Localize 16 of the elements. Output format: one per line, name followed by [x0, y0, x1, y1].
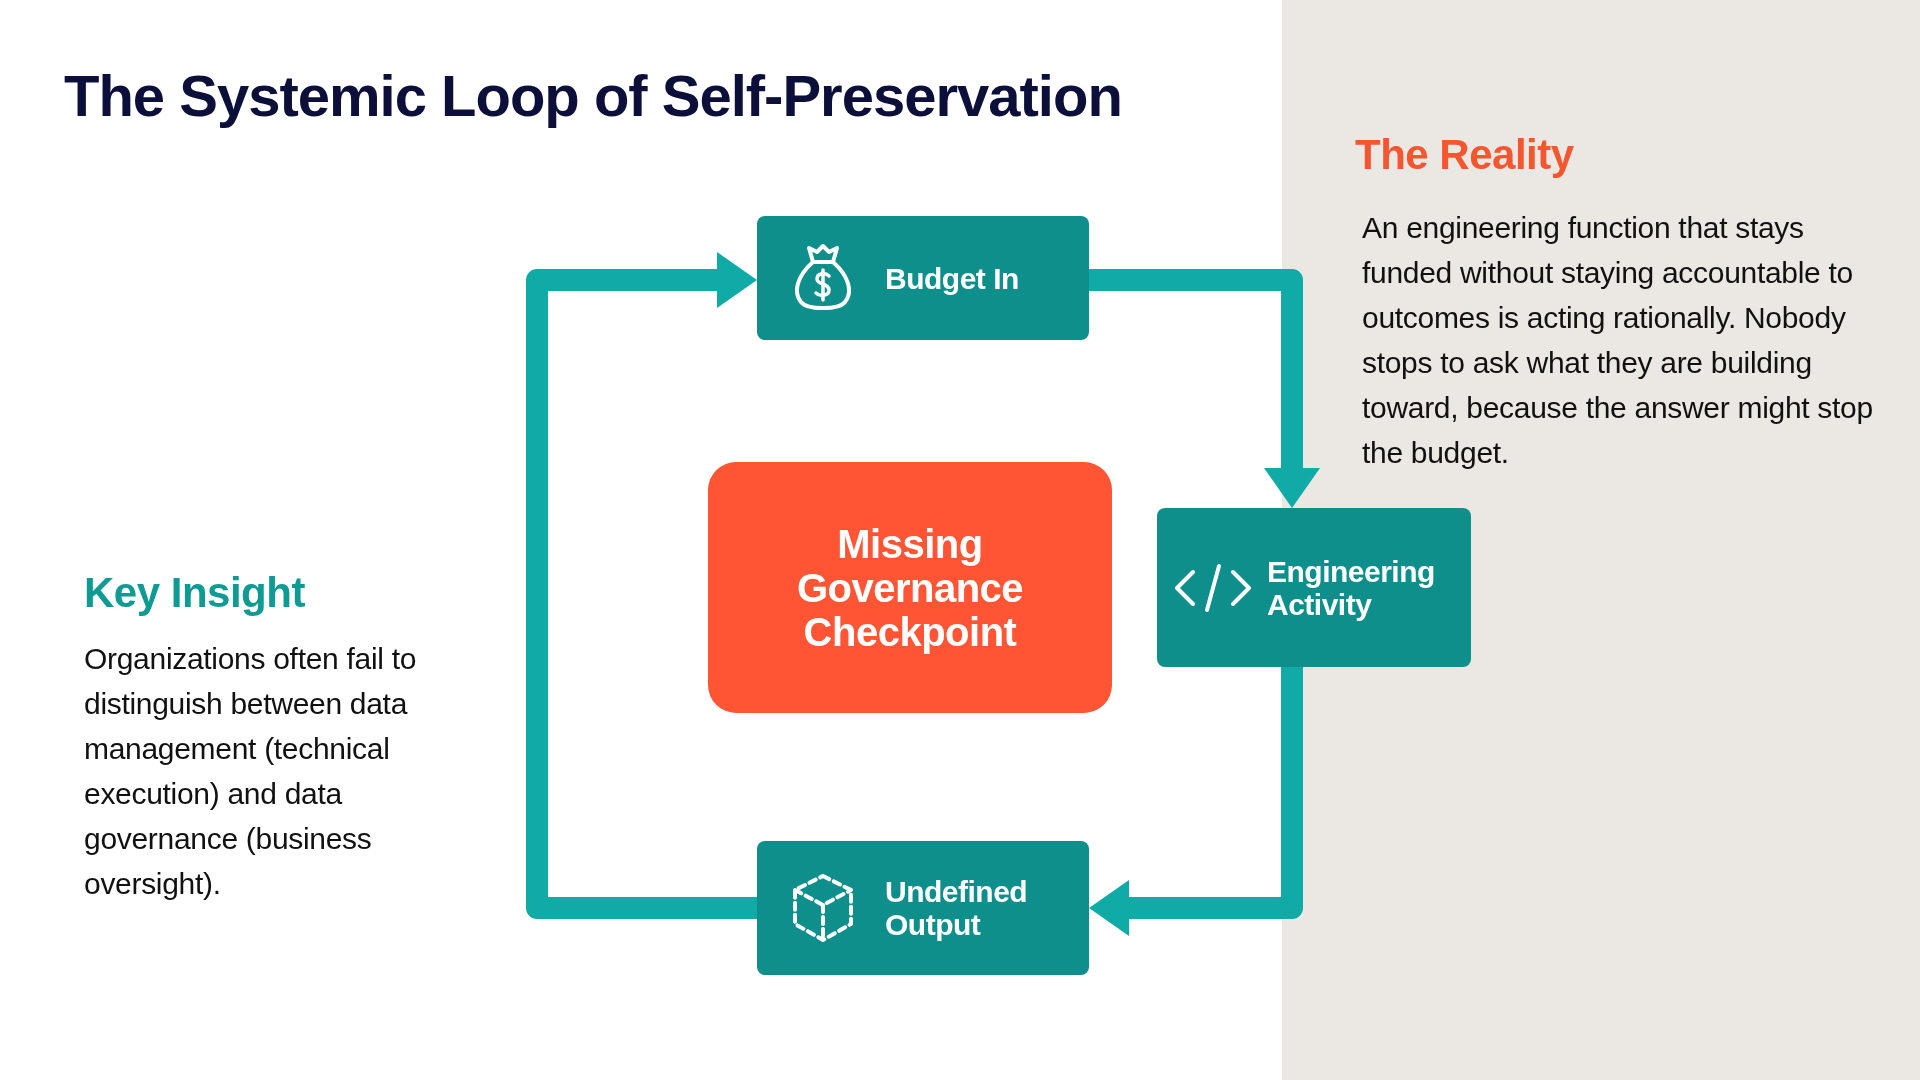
node-text: Budget In	[885, 261, 1019, 295]
process-box	[1157, 508, 1471, 667]
node-text: Missing Governance Checkpoint	[795, 521, 1025, 654]
process-box	[757, 841, 1089, 975]
process-box	[757, 216, 1089, 340]
loop-arrow	[1089, 667, 1303, 936]
paragraph: Organizations often fail to distinguish between data management (technical execution) and data governance (business oversight).	[84, 641, 418, 902]
paragraph: An engineering function that stays funded without staying accountable to outcomes is acting rationally. Nobody stops to ask what they are building toward, because the answer might stop the budget.	[1362, 210, 1874, 471]
node-text: Engineering Activity	[1267, 554, 1436, 621]
node-text: Undefined Output	[885, 875, 1029, 941]
highlight-box	[708, 462, 1112, 713]
loop-arrow	[1089, 269, 1320, 508]
heading: Key Insight	[84, 568, 306, 618]
title: The Systemic Loop of Self-Preservation	[64, 62, 1122, 129]
heading: The Reality	[1355, 130, 1575, 180]
loop-arrow	[526, 252, 757, 919]
